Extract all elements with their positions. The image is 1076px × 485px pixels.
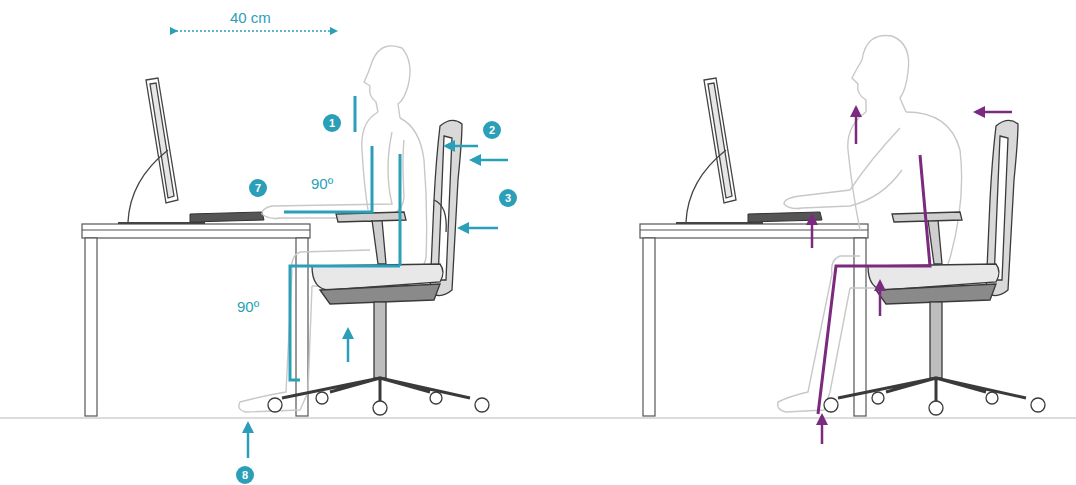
chair-wheel xyxy=(430,392,442,404)
floor-line xyxy=(0,417,1076,419)
posture-line-incorrect xyxy=(818,155,930,414)
neck-arrow xyxy=(446,145,478,148)
desk-top xyxy=(640,224,868,238)
keyboard xyxy=(190,212,264,222)
chair-base xyxy=(282,378,470,404)
chair-wheel xyxy=(268,398,282,412)
chair-wheel xyxy=(986,392,998,404)
chair-slouched xyxy=(824,120,1045,415)
monitor-screen xyxy=(146,78,178,203)
monitor-stand xyxy=(128,150,168,222)
chair-lumbar xyxy=(434,200,446,232)
chair-wheel xyxy=(316,392,328,404)
person-slouched xyxy=(778,36,962,413)
back-arrow xyxy=(976,111,1012,114)
chair-wheel xyxy=(475,398,489,412)
back-line xyxy=(399,154,402,266)
seat-arrow xyxy=(347,330,350,362)
posture-lines-correct xyxy=(284,96,400,380)
chair-armrest xyxy=(336,212,406,264)
monitor-stand xyxy=(686,150,726,222)
head-arrow xyxy=(855,108,858,144)
monitor xyxy=(676,78,763,223)
monitor-screen xyxy=(704,78,736,203)
desk-edge xyxy=(82,229,310,230)
monitor xyxy=(118,78,205,223)
desk xyxy=(82,224,310,416)
desk-leg xyxy=(643,238,655,416)
chair-column xyxy=(374,302,386,378)
dimension-label: 90º xyxy=(237,298,259,316)
dimension-label: 90º xyxy=(311,175,333,193)
person-head xyxy=(364,46,410,118)
callout-number: 7 xyxy=(249,179,267,197)
chair-column xyxy=(930,302,942,378)
chair-backrest-mesh xyxy=(438,136,452,280)
desk-edge xyxy=(640,229,868,230)
shoulder-arrow xyxy=(472,159,508,162)
callout-number: 1 xyxy=(323,114,341,132)
desk xyxy=(640,224,868,416)
person-torso xyxy=(848,112,962,258)
person-arm xyxy=(262,132,404,219)
elbow-angle-line xyxy=(284,146,372,212)
arrows-incorrect xyxy=(812,108,1012,444)
monitor-panel xyxy=(150,83,174,198)
arrows-correct xyxy=(248,146,508,458)
person-upright xyxy=(239,46,427,412)
chair-wheel xyxy=(824,398,838,412)
chair-upright xyxy=(268,120,489,415)
foot-arrow xyxy=(821,416,824,444)
lumbar-arrow xyxy=(460,227,498,230)
dimension-line xyxy=(176,30,336,32)
monitor-panel xyxy=(708,83,732,198)
callout-number: 3 xyxy=(499,189,517,207)
person-head xyxy=(852,36,909,113)
foot-arrow xyxy=(247,424,250,458)
desk-top xyxy=(82,224,310,238)
chair-mechanism xyxy=(320,284,440,304)
chair-mechanism xyxy=(876,284,996,304)
callout-number: 8 xyxy=(236,466,254,484)
wrist-arrow xyxy=(811,216,814,248)
chair-backrest-mesh xyxy=(994,136,1008,280)
head-line xyxy=(354,96,357,132)
chair-base xyxy=(838,378,1026,404)
person-arm xyxy=(784,128,902,209)
callout-number: 2 xyxy=(483,121,501,139)
chair-wheel xyxy=(1031,398,1045,412)
desk-leg xyxy=(85,238,97,416)
knee-angle-line xyxy=(290,266,400,380)
seat-arrow xyxy=(879,282,882,316)
chair-wheel xyxy=(373,401,387,415)
chair-wheel xyxy=(929,401,943,415)
person-lower-leg xyxy=(239,272,312,412)
person-lower-leg xyxy=(778,274,850,412)
dimension-label: 40 cm xyxy=(230,9,271,27)
chair-wheel xyxy=(872,392,884,404)
